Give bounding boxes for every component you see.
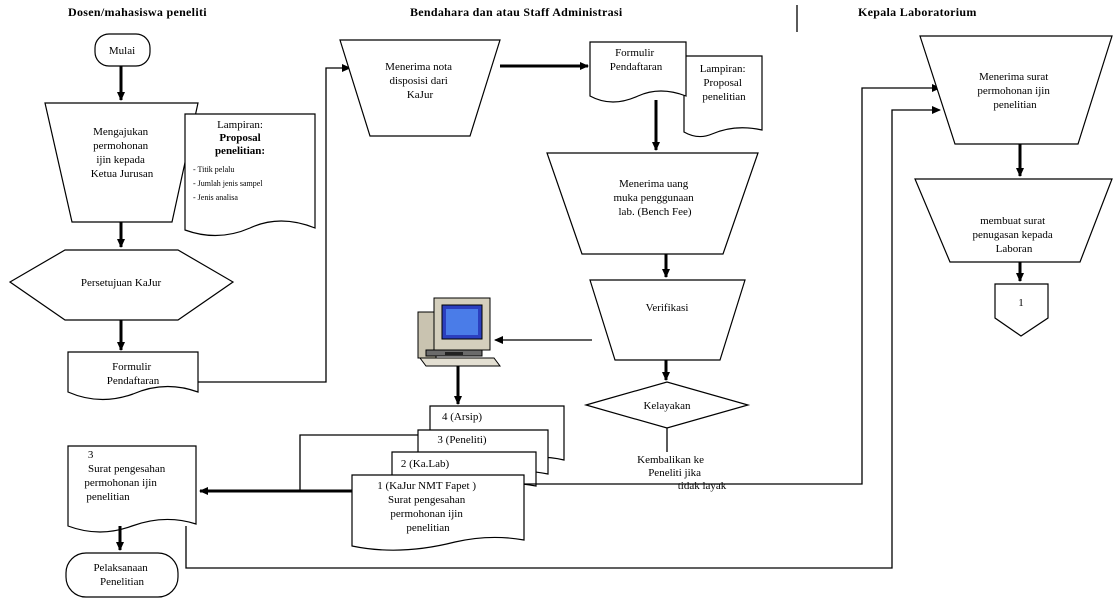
formulir-document-1: Formulir Pendaftaran [67,351,199,401]
svg-text:3 (Peneliti): 3 (Peneliti) [437,434,487,446]
header-bendahara: Bendahara dan atau Staff Administrasi [410,5,623,19]
svg-text:Menerima nota disposisi: Menerima nota disposisi dari KaJur [385,61,455,101]
svg-text:penelitian:: penelitian: [215,145,265,157]
lampiran-proposal-document: Lampiran: Proposal penelitian: - Titik p… [184,113,316,237]
svg-text:1 (KaJur NMT Fapet ) Sur: 1 (KaJur NMT Fapet ) Surat pengesahan pe… [377,480,479,534]
svg-text:Proposal: Proposal [219,132,260,144]
formulir-document-2: Formulir Pendaftaran [589,41,687,103]
start-label: Mulai [109,45,135,57]
svg-text:Menerima surat permohona: Menerima surat permohonan ijin penelitia… [977,71,1052,111]
copy-1-kajur-document: 1 (KaJur NMT Fapet ) Surat pengesahan pe… [351,474,525,551]
mengajukan-label: Mengajukan permohonan ijin kepada Ketua … [91,126,154,180]
svg-text:Menerima uang muka pengg: Menerima uang muka penggunaan lab. (Benc… [613,178,696,218]
svg-text:Pelaksanaan Penelitian: Pelaksanaan Penelitian [93,562,150,588]
kelayakan-decision: Kelayakan [583,381,751,429]
svg-text:3 Surat pengesahan: 3 Surat pengesahan permohonan ijin penel… [84,449,168,503]
menerima-surat-manual-op: Menerima surat permohonan ijin penelitia… [919,35,1113,145]
persetujuan-hexagon: Persetujuan KaJur [8,249,235,321]
svg-text:Lampiran: Proposal: Lampiran: Proposal penelitian [700,63,749,103]
pelaksanaan-terminator: Pelaksanaan Penelitian [65,552,179,598]
svg-text:- Jumlah jenis sampel: - Jumlah jenis sampel [193,179,263,188]
persetujuan-label: Persetujuan KaJur [81,277,162,289]
svg-text:membuat surat penugasan: membuat surat penugasan kepada Laboran [972,215,1055,255]
header-peneliti: Dosen/mahasiswa peneliti [68,5,207,19]
svg-text:1: 1 [1018,297,1024,309]
svg-text:Lampiran:: Lampiran: [217,119,263,131]
verifikasi-manual-op: Verifikasi [589,279,746,361]
svg-text:Formulir Pendaftaran: Formulir Pendaftaran [610,47,663,73]
svg-text:4 (Arsip): 4 (Arsip) [442,411,482,423]
surat-pengesahan-document: 3 Surat pengesahan permohonan ijin penel… [67,445,197,533]
kelayakan-label: Kelayakan [643,400,691,412]
lampiran-proposal-2-document: Lampiran: Proposal penelitian [683,55,763,138]
svg-text:Formulir Pendaftaran: Formulir Pendaftaran [107,361,160,387]
menerima-uang-manual-op: Menerima uang muka penggunaan lab. (Benc… [546,152,759,255]
mengajukan-manual-op: Mengajukan permohonan ijin kepada Ketua … [44,102,199,223]
svg-text:2 (Ka.Lab): 2 (Ka.Lab) [401,458,450,470]
svg-text:- Jenis analisa: - Jenis analisa [193,193,238,202]
kembalikan-note: Kembalikan ke Peneliti jika tidak layak [637,454,727,492]
offpage-connector-1: 1 [994,283,1049,337]
svg-text:- Titik pelalu: - Titik pelalu [193,165,234,174]
start-terminator: Mulai [94,33,151,67]
menerima-nota-manual-op: Menerima nota disposisi dari KaJur [339,39,501,137]
verifikasi-label: Verifikasi [646,302,689,314]
membuat-surat-manual-op: membuat surat penugasan kepada Laboran [914,178,1113,263]
computer-icon [417,297,501,367]
header-kepala-lab: Kepala Laboratorium [858,5,977,19]
